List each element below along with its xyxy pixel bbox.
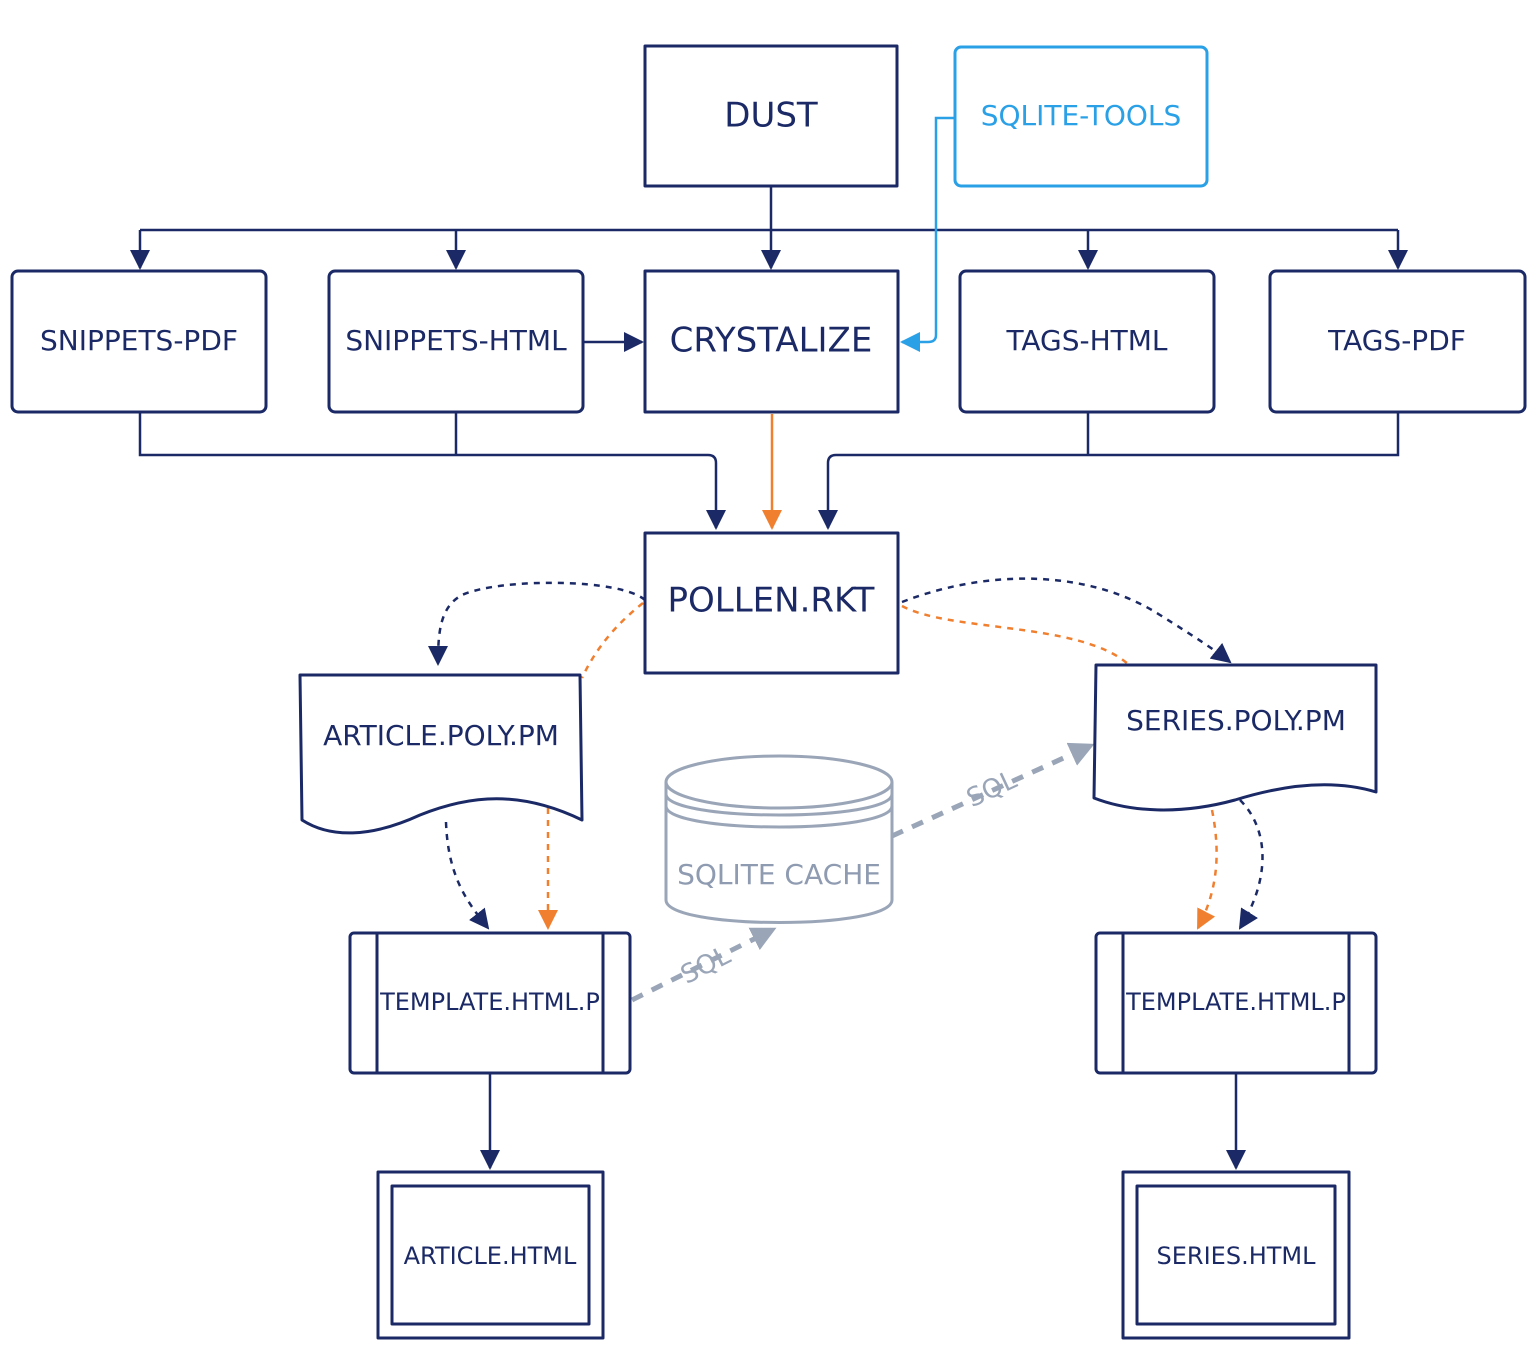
node-crystalize[interactable]: CRYSTALIZE [643, 269, 900, 414]
edge-sqlite-cache-to-series-poly [890, 742, 1095, 839]
node-dust[interactable]: DUST [643, 44, 899, 188]
sql-label-left: SQL [676, 940, 736, 990]
sql-label-right: SQL [962, 765, 1022, 814]
node-snippets-html-label: SNIPPETS-HTML [345, 324, 567, 357]
node-sqlite-cache[interactable]: SQLITE CACHE [664, 754, 894, 924]
node-article-poly[interactable]: ARTICLE.POLY.PM [298, 673, 584, 835]
node-snippets-pdf-label: SNIPPETS-PDF [40, 324, 238, 357]
node-tags-html[interactable]: TAGS-HTML [958, 269, 1216, 414]
node-tags-html-label: TAGS-HTML [1005, 324, 1167, 357]
node-template-left-label: TEMPLATE.HTML.P [379, 988, 600, 1016]
node-series-html-label: SERIES.HTML [1157, 1242, 1317, 1270]
edge-left-group-to-pollen [138, 412, 726, 530]
node-tags-pdf[interactable]: TAGS-PDF [1268, 269, 1527, 414]
node-pollen-rkt[interactable]: POLLEN.RKT [643, 531, 900, 675]
node-article-poly-label: ARTICLE.POLY.PM [323, 719, 559, 752]
node-article-html-label: ARTICLE.HTML [404, 1242, 577, 1270]
edge-series-poly-to-template [1238, 799, 1264, 930]
edge-pollen-article-orange [580, 602, 644, 679]
node-template-right-label: TEMPLATE.HTML.P [1125, 988, 1346, 1016]
edges [130, 116, 1408, 1170]
node-series-poly-label: SERIES.POLY.PM [1126, 704, 1346, 737]
node-snippets-pdf[interactable]: SNIPPETS-PDF [10, 269, 268, 414]
node-tags-pdf-label: TAGS-PDF [1327, 324, 1466, 357]
node-snippets-html[interactable]: SNIPPETS-HTML [327, 269, 585, 414]
edge-article-poly-to-template [444, 821, 490, 930]
node-template-left[interactable]: TEMPLATE.HTML.P [348, 931, 632, 1075]
node-sqlite-cache-label: SQLITE CACHE [677, 858, 881, 891]
edge-right-group-to-pollen [818, 412, 1400, 530]
node-sqlite-tools[interactable]: SQLITE-TOOLS [953, 45, 1209, 188]
edge-pollen-to-article-poly [428, 581, 646, 666]
node-series-poly[interactable]: SERIES.POLY.PM [1092, 663, 1378, 812]
edge-pollen-series-orange [901, 604, 1129, 665]
node-article-html[interactable]: ARTICLE.HTML [376, 1170, 605, 1340]
edge-pollen-to-series-poly [901, 577, 1232, 664]
node-dust-label: DUST [724, 96, 818, 136]
node-pollen-rkt-label: POLLEN.RKT [668, 581, 875, 621]
edge-template-to-sqlite-cache [630, 927, 777, 1003]
node-sqlite-tools-label: SQLITE-TOOLS [981, 99, 1182, 132]
node-template-right[interactable]: TEMPLATE.HTML.P [1094, 931, 1378, 1075]
node-series-html[interactable]: SERIES.HTML [1121, 1170, 1351, 1340]
edge-series-poly-to-template-orange [1196, 809, 1218, 930]
node-crystalize-label: CRYSTALIZE [670, 321, 873, 361]
edge-sqlite-tools-to-crystalize [900, 116, 955, 352]
